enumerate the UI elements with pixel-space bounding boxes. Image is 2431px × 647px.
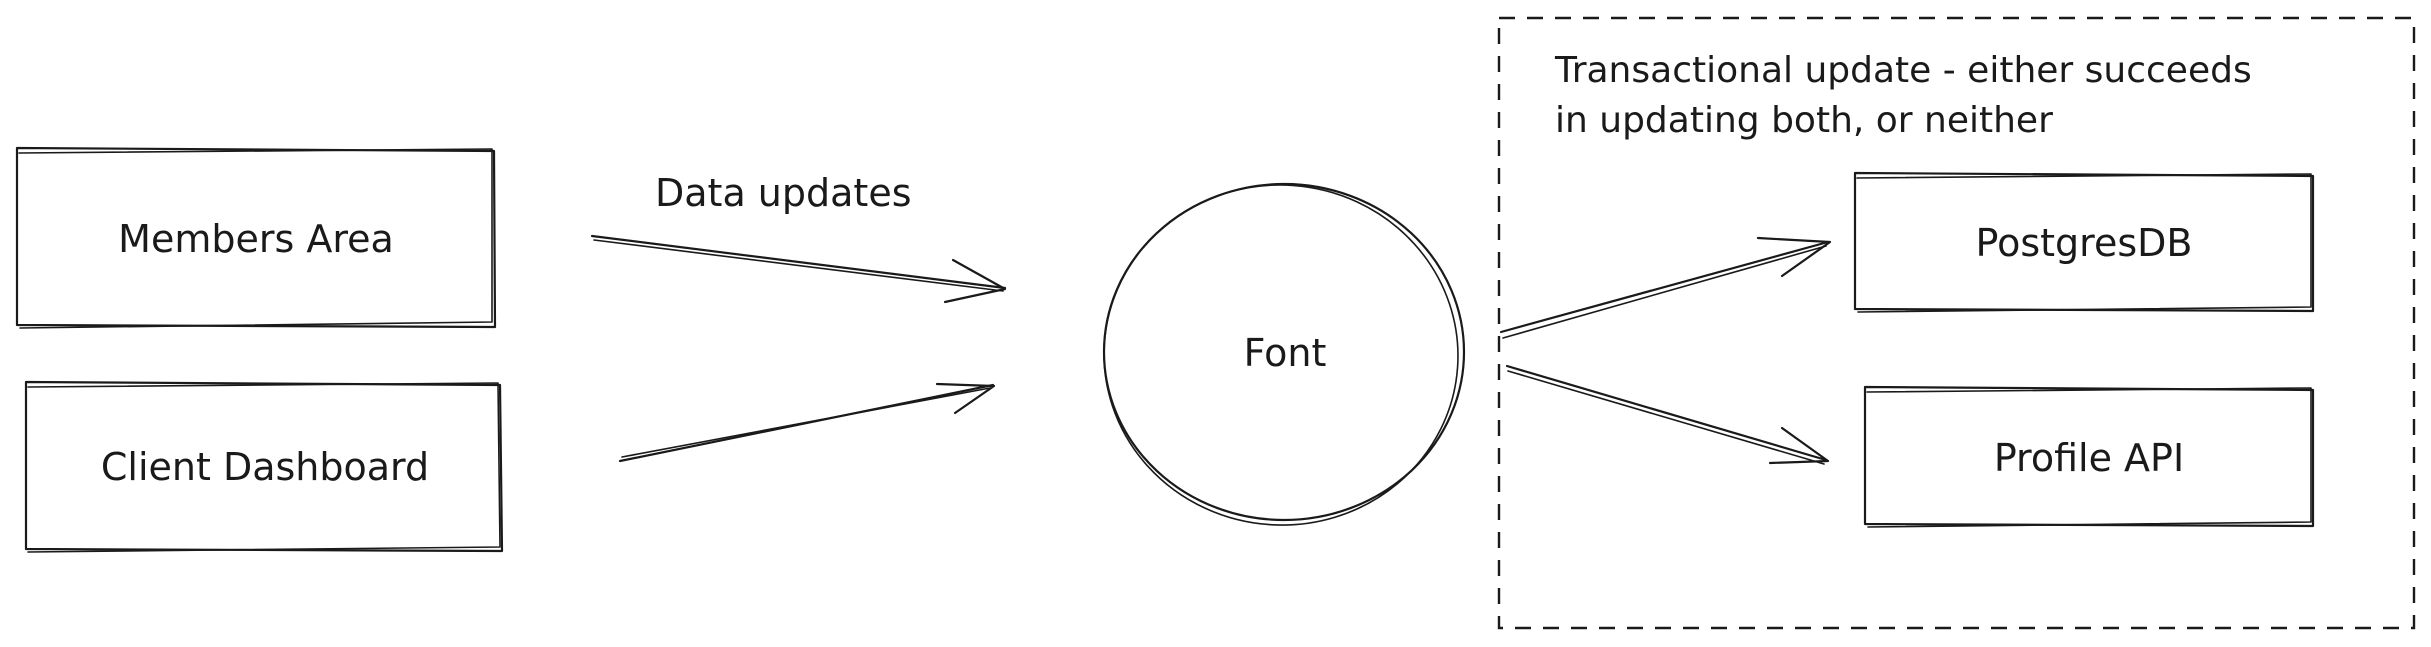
transaction-note-line2: in updating both, or neither <box>1555 100 2053 141</box>
postgres-db-node: PostgresDB <box>1853 171 2315 313</box>
profile-api-node: Profile API <box>1863 385 2315 528</box>
transaction-group: Transactional update - either succeeds i… <box>1497 16 2416 630</box>
arrow-dashboard-to-font <box>618 382 996 463</box>
data-updates-label: Data updates <box>655 171 912 215</box>
members-area-node: Members Area <box>15 146 497 329</box>
font-label: Font <box>1244 331 1327 375</box>
arrow-font-to-profile <box>1505 364 1830 465</box>
profile-api-label: Profile API <box>1994 436 2184 480</box>
arrow-font-to-postgres <box>1499 236 1832 339</box>
arrow-members-to-font <box>590 234 1007 304</box>
postgres-db-label: PostgresDB <box>1976 221 2193 265</box>
members-area-label: Members Area <box>118 217 394 261</box>
client-dashboard-label: Client Dashboard <box>101 445 429 489</box>
transaction-note-line1: Transactional update - either succeeds <box>1554 50 2252 91</box>
client-dashboard-node: Client Dashboard <box>24 380 504 553</box>
font-node: Font <box>1102 182 1466 526</box>
